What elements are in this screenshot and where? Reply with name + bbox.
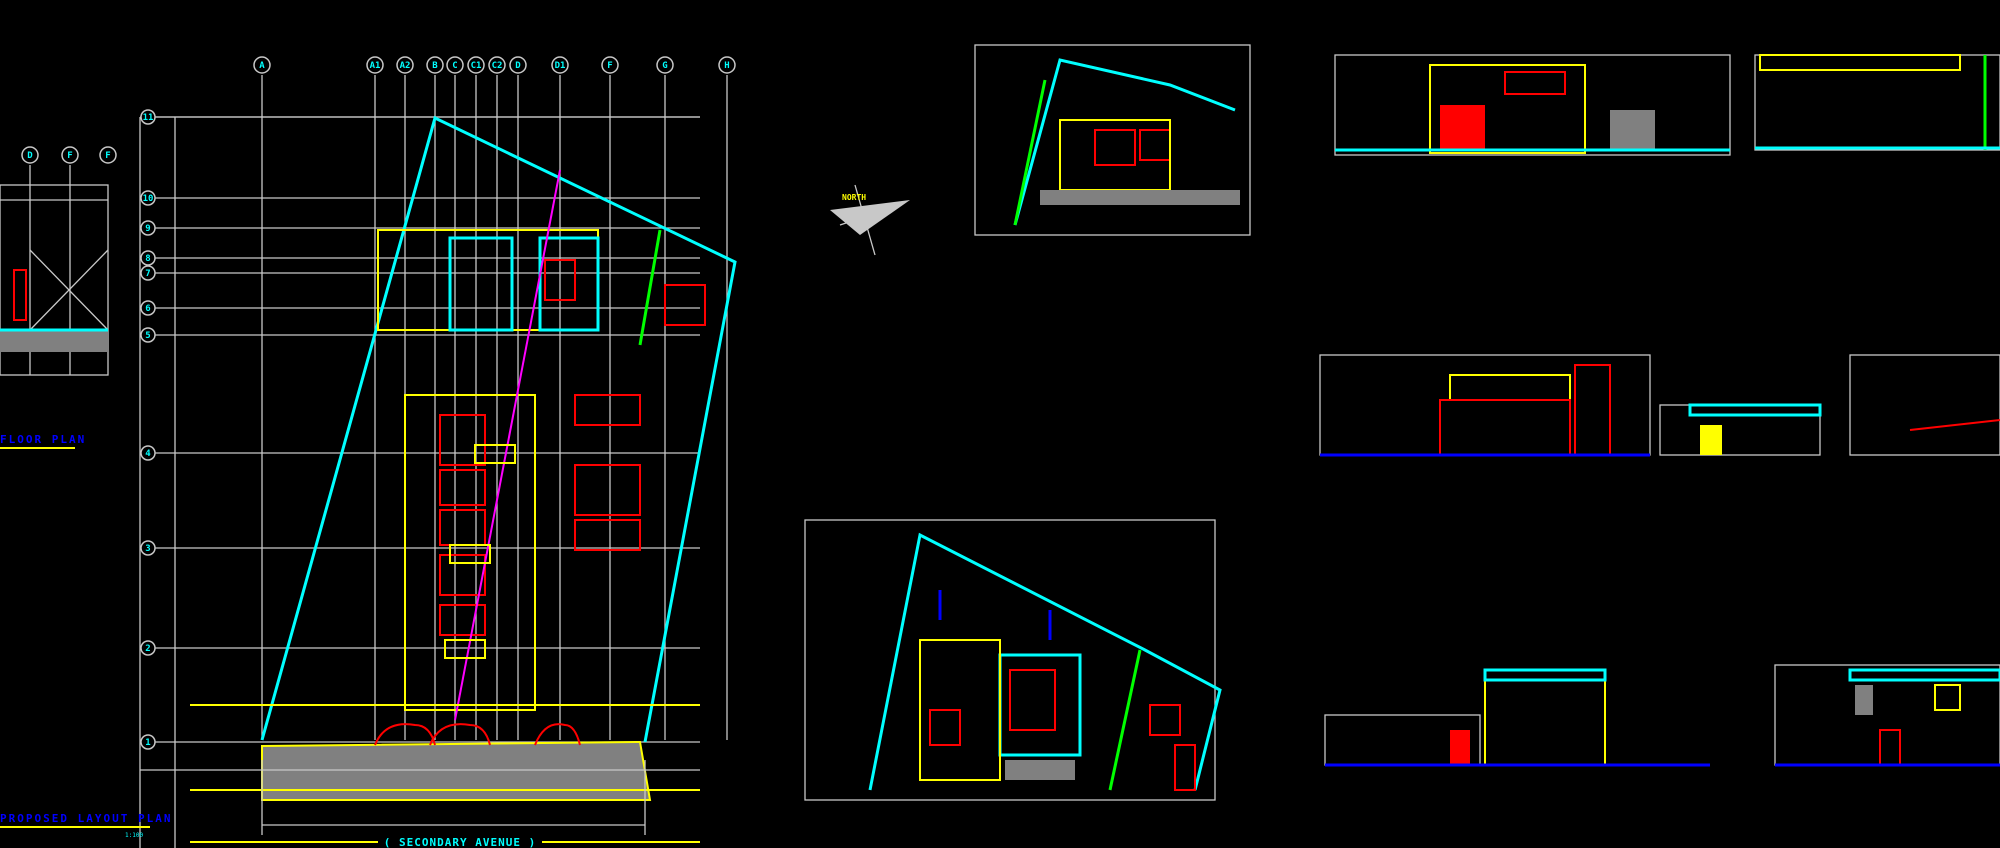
- grid-bubble-label: A: [259, 61, 265, 71]
- grid-bubble: [253, 56, 271, 74]
- main-plan-title: PROPOSED LAYOUT PLAN: [0, 812, 172, 825]
- lower-floor-plan: [804, 519, 1222, 801]
- grid-bubble-label: 9: [145, 224, 150, 234]
- grid-bubble-label: D1: [555, 61, 566, 71]
- grid-bubble: [140, 640, 156, 656]
- grid-bubble: [140, 265, 156, 281]
- grid-bubble-label: C1: [471, 61, 482, 71]
- grid-bubble-label: 3: [145, 544, 150, 554]
- left-plan-title: FLOOR PLAN: [0, 433, 86, 446]
- main-plan-building: PROPOSED LAYOUT PLAN 1:100 ( SECONDARY A…: [0, 115, 737, 848]
- grid-bubble: [61, 146, 79, 164]
- elevation-2: [1754, 54, 2000, 151]
- grid-bubble-label: 2: [145, 644, 150, 654]
- left-floor-plan: FLOOR PLAN: [0, 165, 109, 449]
- grid-bubble: [509, 56, 527, 74]
- grid-bubble: [99, 146, 117, 164]
- grid-bubble: [140, 220, 156, 236]
- grid-bubble-label: H: [724, 61, 729, 71]
- grid-bubble-label: 5: [145, 331, 150, 341]
- grid-bubble: [21, 146, 39, 164]
- grid-bubble: [140, 300, 156, 316]
- grid-bubble-label: G: [662, 61, 667, 71]
- grid-bubble: [140, 250, 156, 266]
- grid-bubble-label: A1: [370, 61, 381, 71]
- grid-bubble: [426, 56, 444, 74]
- grid-bubble-label: D: [27, 151, 33, 161]
- grid-bubble: [467, 56, 485, 74]
- grid-bubble: [656, 56, 674, 74]
- elevation-4: [1324, 668, 1710, 767]
- grid-bubble: [140, 540, 156, 556]
- grid-bubble: [140, 445, 156, 461]
- grid-bubble-label: 8: [145, 254, 150, 264]
- elevation-5: [1774, 664, 2000, 767]
- street-label: ( SECONDARY AVENUE ): [384, 836, 536, 848]
- grid-bubble-label: 11: [143, 113, 154, 123]
- grid-bubble-label: D: [515, 61, 521, 71]
- grid-bubble-label: 10: [143, 194, 154, 204]
- grid-bubble: [718, 56, 736, 74]
- grid-bubble: [366, 56, 384, 74]
- grid-bubble: [140, 327, 156, 343]
- grid-bubble-label: 1: [145, 738, 150, 748]
- grid-bubble: [140, 109, 156, 125]
- grid-bubble: [396, 56, 414, 74]
- grid-bubble: [488, 56, 506, 74]
- elevation-3: [1319, 354, 2000, 457]
- grid-bubble-label: F: [607, 61, 612, 71]
- grid-bubble-label: F: [105, 151, 110, 161]
- grid-bubble-label: C: [452, 61, 457, 71]
- grid-bubble: [551, 56, 569, 74]
- grid-bubble-label: 7: [145, 269, 150, 279]
- grid-bubble: [601, 56, 619, 74]
- grid-bubble: [140, 734, 156, 750]
- grid-bubble-label: B: [432, 61, 438, 71]
- grid-bubble-label: A2: [400, 61, 411, 71]
- north-arrow-icon: NORTH: [830, 184, 910, 256]
- main-plan-scale: 1:100: [125, 832, 143, 839]
- grid-bubble-label: 6: [145, 304, 150, 314]
- north-label: NORTH: [842, 193, 866, 202]
- grid-bubble: [140, 190, 156, 206]
- elevation-1: [1334, 54, 1731, 156]
- grid-bubble-label: F: [67, 151, 72, 161]
- upper-floor-plan: [974, 44, 1251, 236]
- grid-bubble-label: 4: [145, 449, 151, 459]
- grid-bubble: [446, 56, 464, 74]
- grid-bubble-label: C2: [492, 61, 503, 71]
